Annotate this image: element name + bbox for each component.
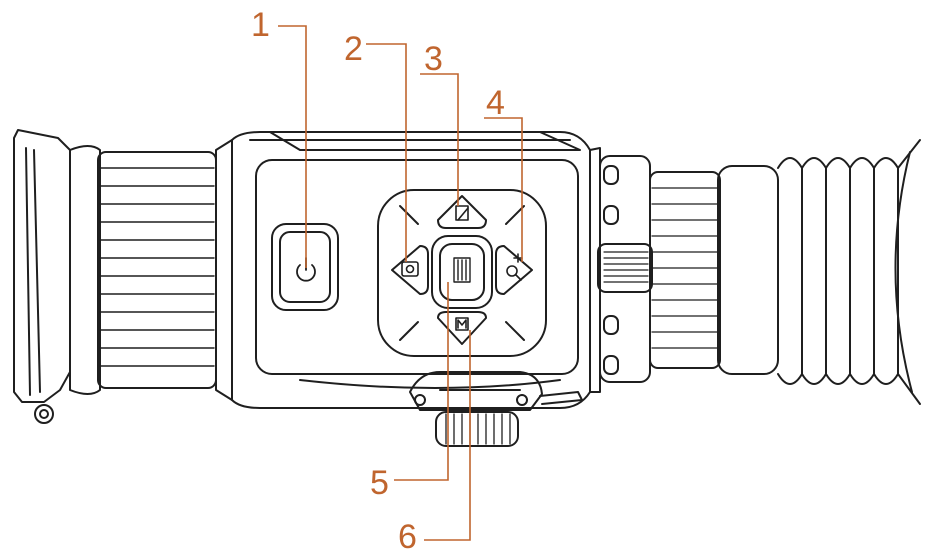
- mount-knob: [435, 411, 519, 447]
- side-wheel: [597, 243, 653, 293]
- leader-4: [484, 117, 523, 262]
- menu-icon: [453, 257, 471, 283]
- mode-button[interactable]: [437, 311, 487, 345]
- focus-ring-ribs: [99, 167, 215, 367]
- callout-leaders: [278, 25, 523, 541]
- capture-button[interactable]: [391, 245, 429, 295]
- mode-icon: [455, 317, 469, 331]
- zoom-icon: [506, 253, 523, 281]
- zoom-button[interactable]: [495, 245, 533, 295]
- callout-4: 4: [486, 84, 505, 122]
- callout-2: 2: [344, 30, 363, 68]
- camera-icon: [401, 261, 419, 277]
- callout-6: 6: [398, 518, 417, 549]
- device-body: [231, 131, 591, 411]
- menu-button[interactable]: [431, 235, 493, 309]
- rear-barrel: [589, 147, 779, 393]
- callout-3: 3: [424, 40, 443, 78]
- lens-barrel: [69, 139, 233, 401]
- leader-1: [278, 25, 307, 268]
- leader-6: [424, 330, 471, 541]
- d-pad: [377, 189, 547, 357]
- lens-cap: [13, 129, 71, 424]
- leader-5: [394, 282, 449, 481]
- device-outline: [13, 129, 921, 447]
- palette-button[interactable]: [437, 195, 487, 229]
- callout-1: 1: [251, 6, 270, 44]
- leader-2: [366, 43, 407, 262]
- palette-icon: [455, 205, 469, 221]
- callout-5: 5: [370, 464, 389, 502]
- power-button[interactable]: [271, 223, 339, 311]
- callout-numbers: 1 2 3 4 5 6: [251, 6, 505, 549]
- keypad-panel: [255, 159, 579, 375]
- eyecup: [777, 139, 921, 405]
- leader-3: [420, 73, 459, 206]
